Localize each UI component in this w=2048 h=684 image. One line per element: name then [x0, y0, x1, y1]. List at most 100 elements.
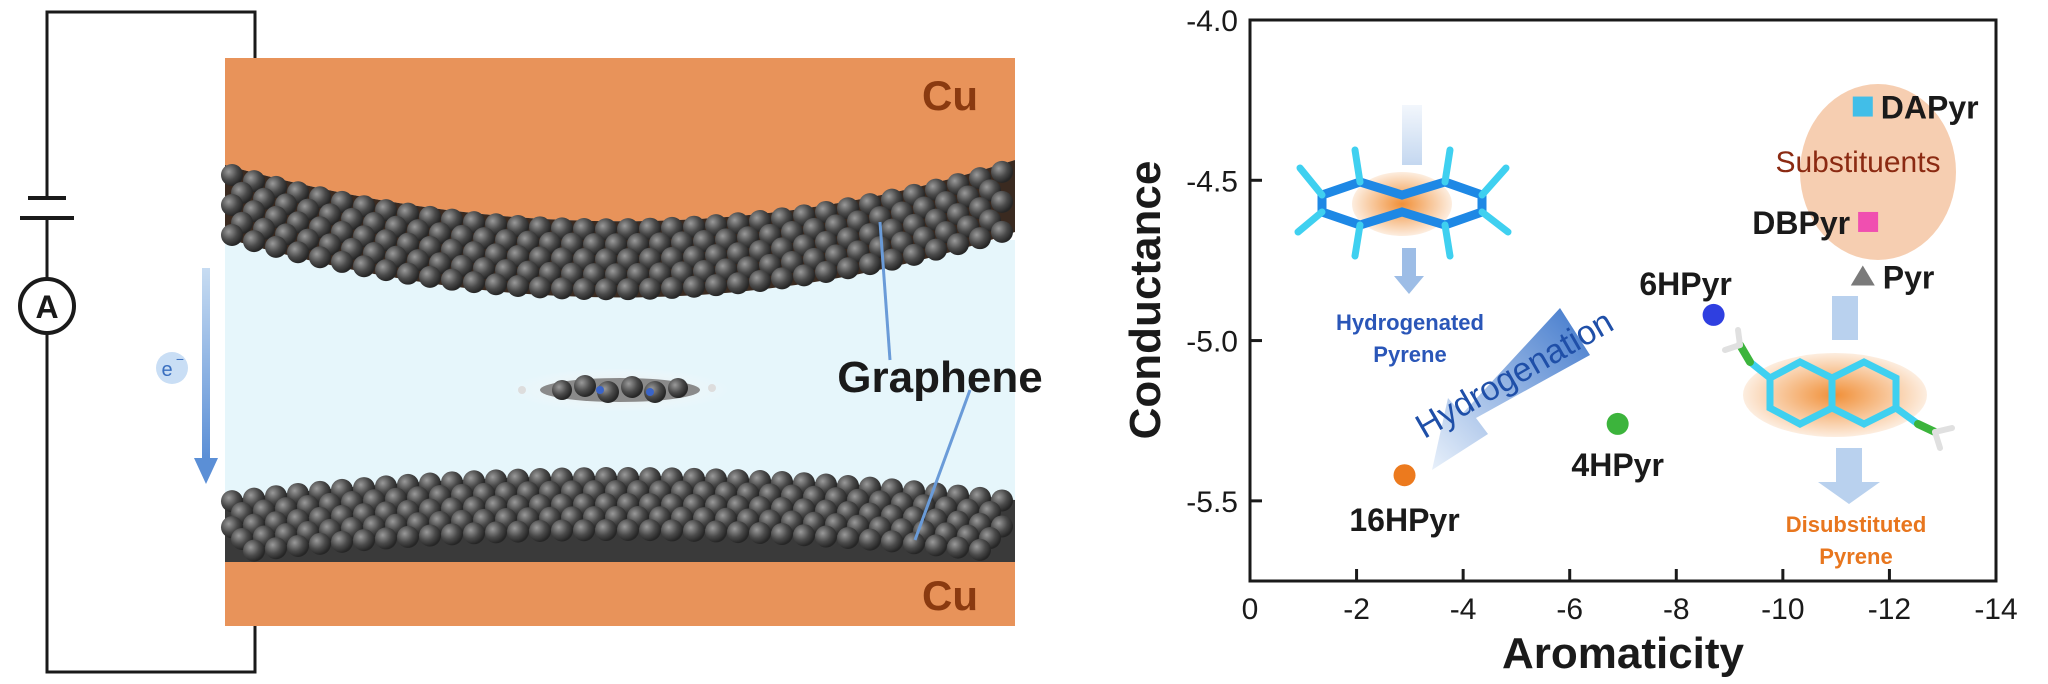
graphene-atom [485, 521, 507, 544]
data-point-pyr [1850, 265, 1875, 286]
x-axis-ticks: 0-2-4-6-8-10-12-14 [1242, 569, 2018, 626]
graphene-atom [221, 224, 243, 247]
graphene-atom [573, 519, 595, 542]
disubstituted-label-line1: Disubstituted [1786, 512, 1927, 537]
ammeter-icon: A [18, 277, 76, 335]
plot-frame [1248, 18, 1998, 583]
graphene-atom [793, 264, 815, 287]
y-tick-label: -5.0 [1186, 326, 1238, 359]
graphene-atom [881, 248, 903, 271]
graphene-atom [309, 246, 331, 269]
graphene-atom [639, 277, 661, 300]
data-point-dbpyr [1858, 211, 1879, 232]
graphene-atom [661, 519, 683, 542]
graphene-atom [969, 538, 991, 561]
data-label-pyr: Pyr [1883, 259, 1935, 295]
x-tick-label: -2 [1343, 593, 1370, 626]
graphene-atom [595, 519, 617, 542]
electron-charge: − [176, 351, 184, 367]
top-electrode-label: Cu [922, 72, 978, 119]
y-tick-label: -5.5 [1186, 486, 1238, 519]
graphene-atom [265, 235, 287, 258]
graphene-atom [353, 529, 375, 552]
graphene-atom [991, 220, 1013, 243]
graphene-atom [221, 164, 243, 187]
disubstituted-label-line2: Pyrene [1819, 544, 1892, 569]
graphene-atom [397, 262, 419, 285]
graphene-atom [331, 530, 353, 553]
top-copper-electrode [225, 58, 1015, 222]
junction-schematic: A [18, 10, 1043, 674]
bottom-electrode-label: Cu [922, 572, 978, 619]
graphene-atom [551, 277, 573, 300]
graphene-label: Graphene [837, 353, 1042, 402]
x-tick-label: -14 [1974, 593, 2017, 626]
graphene-atom [507, 274, 529, 297]
graphene-atom [991, 190, 1013, 213]
graphene-atom [815, 525, 837, 548]
graphene-atom [287, 241, 309, 264]
graphene-atom [859, 253, 881, 276]
graphene-atom [529, 276, 551, 299]
graphene-atom [441, 523, 463, 546]
graphene-atom [463, 271, 485, 294]
graphene-atom [551, 519, 573, 542]
data-point-6hpyr [1702, 303, 1725, 326]
data-label-6hpyr: 6HPyr [1639, 266, 1732, 302]
graphene-atom [749, 522, 771, 545]
graphene-atom [309, 532, 331, 555]
electron-badge: e − [156, 351, 188, 384]
graphene-atom [705, 274, 727, 297]
data-label-4hpyr: 4HPyr [1571, 447, 1664, 483]
electron-label: e [161, 359, 172, 381]
graphene-atom [463, 522, 485, 545]
data-point-dapyr [1852, 96, 1873, 117]
data-point-4hpyr [1606, 412, 1629, 435]
y-tick-label: -4.5 [1186, 165, 1238, 198]
hydrogenated-pyrene-inset: Hydrogenated Pyrene [1294, 105, 1512, 367]
graphene-atom [881, 530, 903, 553]
data-label-dbpyr: DBPyr [1752, 205, 1850, 241]
graphene-atom [243, 539, 265, 562]
battery-icon [20, 196, 74, 220]
data-point-16hpyr [1393, 464, 1416, 487]
graphene-atom [705, 520, 727, 543]
ammeter-label: A [35, 289, 58, 325]
graphene-atom [661, 276, 683, 299]
graphene-atom [969, 227, 991, 250]
data-label-16hpyr: 16HPyr [1349, 502, 1459, 538]
graphene-atom [419, 524, 441, 547]
chart: 0-2-4-6-8-10-12-14 -4.0-4.5-5.0-5.5 Arom… [1121, 5, 2018, 678]
graphene-atom [925, 534, 947, 557]
y-tick-label: -4.0 [1186, 5, 1238, 38]
y-axis-title: Conductance [1121, 161, 1170, 440]
x-tick-label: -10 [1761, 593, 1804, 626]
graphene-atom [265, 537, 287, 560]
disubstituted-pyrene-inset: Disubstituted Pyrene [1722, 296, 1955, 569]
hydrogenated-label-line1: Hydrogenated [1336, 310, 1484, 335]
graphene-atom [617, 278, 639, 301]
graphene-atom [397, 525, 419, 548]
graphene-atom [683, 519, 705, 542]
graphene-atom [639, 519, 661, 542]
graphene-atom [749, 269, 771, 292]
graphene-atom [243, 230, 265, 253]
circuit-wire [45, 10, 257, 674]
graphene-atom [903, 243, 925, 266]
graphene-atom [287, 534, 309, 557]
graphene-atom [727, 521, 749, 544]
graphene-atom [419, 265, 441, 288]
graphene-atom [859, 528, 881, 551]
graphene-atom [375, 527, 397, 550]
graphene-pointer-lines [878, 221, 972, 541]
graphene-atom [617, 519, 639, 542]
graphene-atom [375, 259, 397, 282]
data-label-dapyr: DAPyr [1881, 90, 1979, 126]
graphene-atom [683, 275, 705, 298]
pyrene-molecule [510, 368, 730, 412]
graphene-atom [529, 519, 551, 542]
graphene-atom [331, 250, 353, 273]
graphene-atom [903, 532, 925, 555]
